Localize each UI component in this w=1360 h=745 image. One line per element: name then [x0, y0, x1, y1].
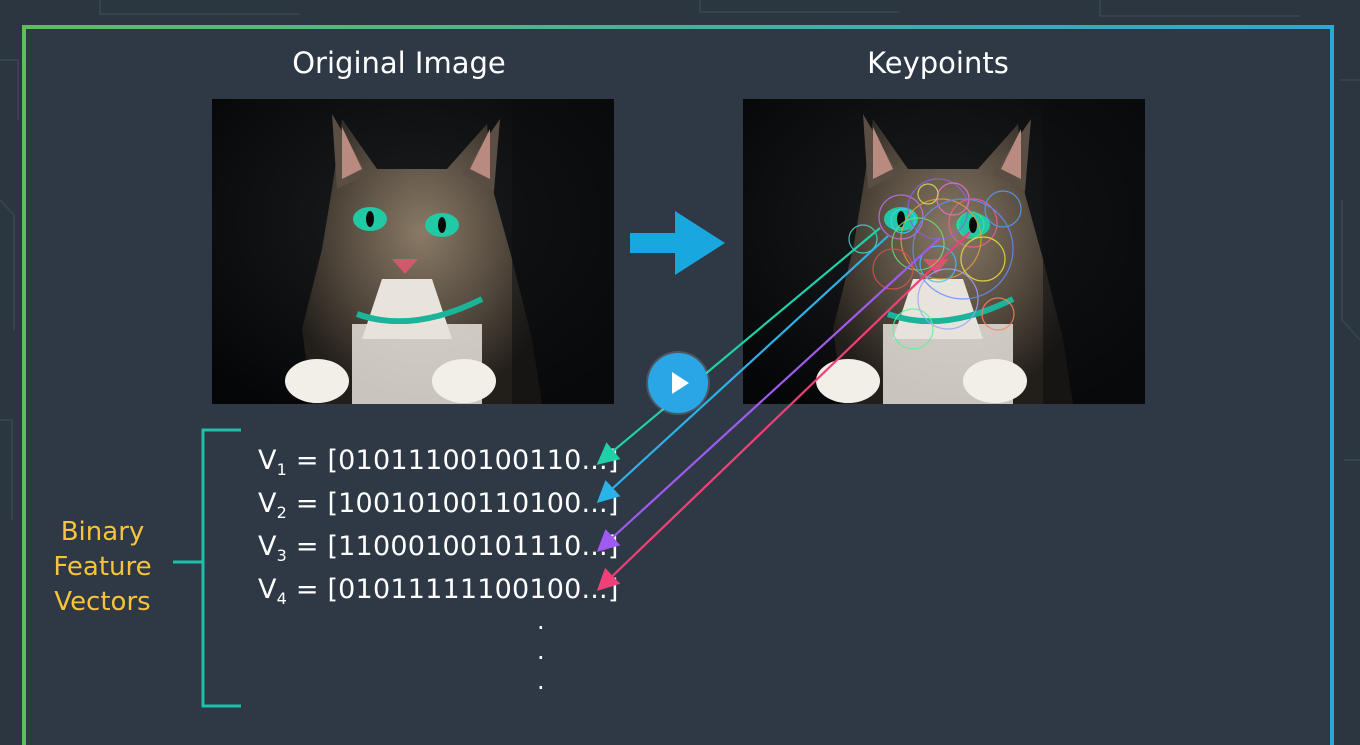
vector-subscript: 4: [276, 589, 288, 608]
vector-bracket: [173, 428, 241, 708]
vector-subscript: 2: [276, 503, 288, 522]
right-arrow-icon: [630, 211, 725, 275]
vector-row-1: V1 = [01011100100110...]: [258, 445, 619, 479]
play-button[interactable]: [648, 353, 708, 413]
vector-name: V: [258, 531, 277, 562]
vector-value: = [11000100101110...]: [287, 531, 619, 562]
binary-feature-vectors-label: Binary Feature Vectors: [50, 515, 155, 620]
original-image-title: Original Image: [292, 46, 506, 80]
vector-value: = [01011111100100...]: [287, 574, 619, 605]
vector-subscript: 3: [276, 546, 288, 565]
label-line-3: Vectors: [54, 587, 151, 617]
label-line-1: Binary: [60, 517, 145, 547]
vector-row-2: V2 = [10010100110100...]: [258, 488, 619, 522]
keypoints-title: Keypoints: [867, 46, 1009, 80]
label-line-2: Feature: [53, 552, 152, 582]
play-icon: [672, 372, 689, 394]
keypoints-cat-image: [743, 99, 1145, 404]
continuation-dot: .: [537, 667, 545, 695]
continuation-dot: .: [537, 637, 545, 665]
vector-value: = [10010100110100...]: [287, 488, 619, 519]
original-cat-image: [212, 99, 614, 404]
vector-name: V: [258, 574, 277, 605]
vector-name: V: [258, 445, 277, 476]
continuation-dot: .: [537, 607, 545, 635]
vector-subscript: 1: [276, 460, 288, 479]
vector-name: V: [258, 488, 277, 519]
vector-row-3: V3 = [11000100101110...]: [258, 531, 619, 565]
vector-value: = [01011100100110...]: [287, 445, 619, 476]
vector-row-4: V4 = [01011111100100...]: [258, 574, 619, 608]
